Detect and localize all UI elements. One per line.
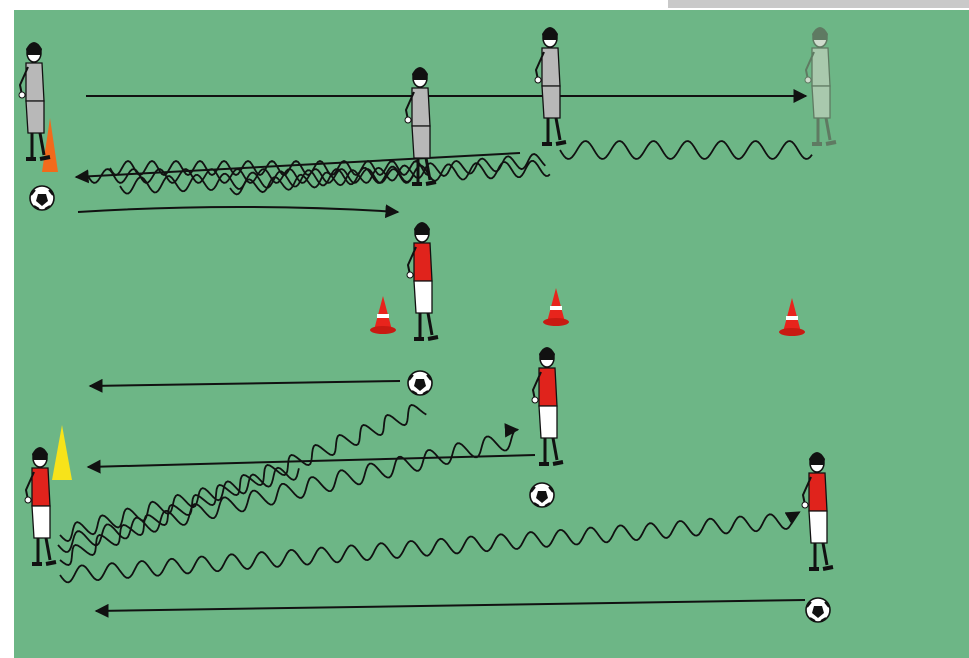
player-grey-left — [19, 42, 50, 159]
player-red-left — [25, 447, 56, 564]
cone-icon — [543, 288, 569, 326]
soccer-ball-icon — [408, 371, 432, 395]
cone-icon — [779, 298, 805, 336]
soccer-ball-icon — [530, 483, 554, 507]
dribble-line-icon — [560, 141, 812, 159]
marker-cone-yellow-icon — [52, 425, 72, 480]
pass-arrow-icon — [78, 207, 398, 212]
player-grey-far — [805, 27, 836, 144]
soccer-ball-icon — [806, 598, 830, 622]
player-red-right — [802, 452, 833, 569]
player-red-mid — [532, 347, 563, 464]
pass-arrow-icon — [96, 600, 805, 611]
player-red-center — [407, 222, 438, 339]
dribble-line-icon — [60, 405, 426, 565]
player-grey-right — [535, 27, 566, 144]
pass-arrow-icon — [90, 381, 400, 386]
dribble-line-icon — [58, 430, 518, 552]
cone-icon — [370, 296, 396, 334]
dribble-line-icon — [60, 512, 799, 582]
players — [19, 27, 836, 622]
soccer-ball-icon — [30, 186, 54, 210]
